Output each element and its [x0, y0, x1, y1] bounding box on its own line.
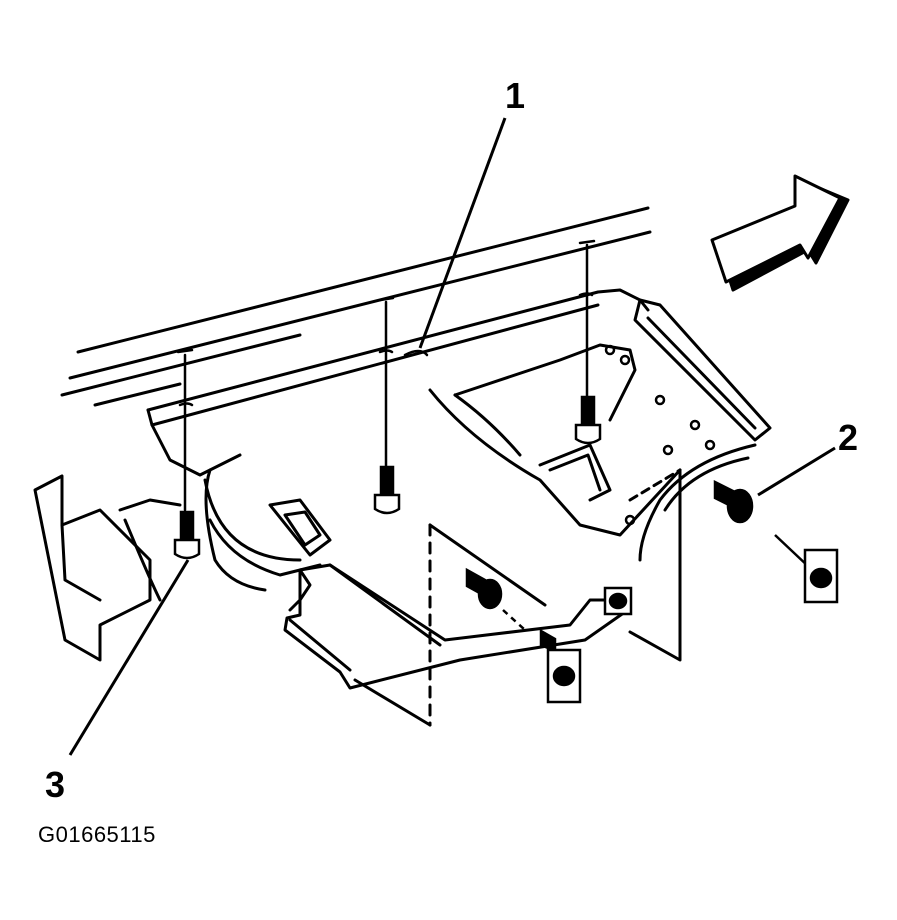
clip-receptacle — [803, 548, 839, 604]
push-pin-retainer-icon — [713, 479, 811, 569]
panel-holes — [178, 292, 716, 526]
leader-3 — [68, 559, 190, 756]
lower-bracket — [204, 468, 627, 690]
undercover-panel — [146, 288, 772, 562]
clip-receptacle — [603, 586, 633, 616]
fastener-guide-lines — [176, 239, 596, 512]
callout-3: 3 — [45, 764, 66, 805]
left-frame-structure — [33, 474, 332, 662]
bolt-icon — [173, 510, 201, 560]
bolt-icon — [574, 395, 602, 445]
leader-2 — [757, 446, 836, 497]
leader-1 — [418, 117, 507, 349]
callout-leaders — [68, 117, 836, 756]
figure-id: G01665115 — [38, 822, 156, 847]
direction-arrow-icon — [710, 174, 850, 292]
underbody-rails — [60, 206, 652, 407]
support-plates — [353, 468, 682, 727]
bolt-icon — [373, 465, 401, 515]
callout-1: 1 — [505, 75, 526, 116]
push-pin-retainer-icon — [465, 567, 526, 631]
clip-receptacle — [546, 648, 582, 704]
retainers — [465, 479, 811, 653]
clip-receptacles — [546, 548, 839, 704]
bolts — [173, 395, 602, 560]
callout-2: 2 — [838, 417, 859, 458]
